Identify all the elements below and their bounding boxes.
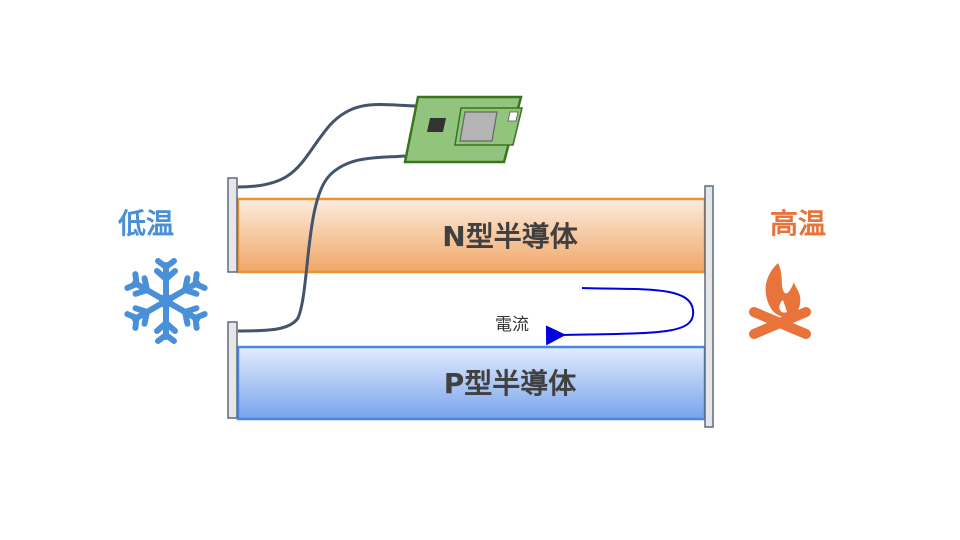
left-top-electrode bbox=[227, 177, 238, 273]
left-bottom-electrode bbox=[227, 321, 238, 419]
snowflake-icon bbox=[127, 258, 205, 341]
n-type-label: N型半導体 bbox=[442, 220, 578, 253]
low-temp-label: 低温 bbox=[117, 207, 174, 240]
wire-top bbox=[237, 102, 418, 189]
high-temp-label: 高温 bbox=[770, 207, 826, 240]
right-electrode bbox=[704, 185, 714, 428]
p-type-semiconductor bbox=[236, 345, 707, 421]
current-arrow bbox=[545, 287, 695, 346]
p-type-label: P型半導体 bbox=[444, 367, 578, 400]
campfire-icon bbox=[749, 263, 811, 339]
wire-bottom bbox=[237, 154, 406, 333]
circuit-board-icon bbox=[403, 95, 523, 164]
current-label: 電流 bbox=[495, 315, 529, 335]
